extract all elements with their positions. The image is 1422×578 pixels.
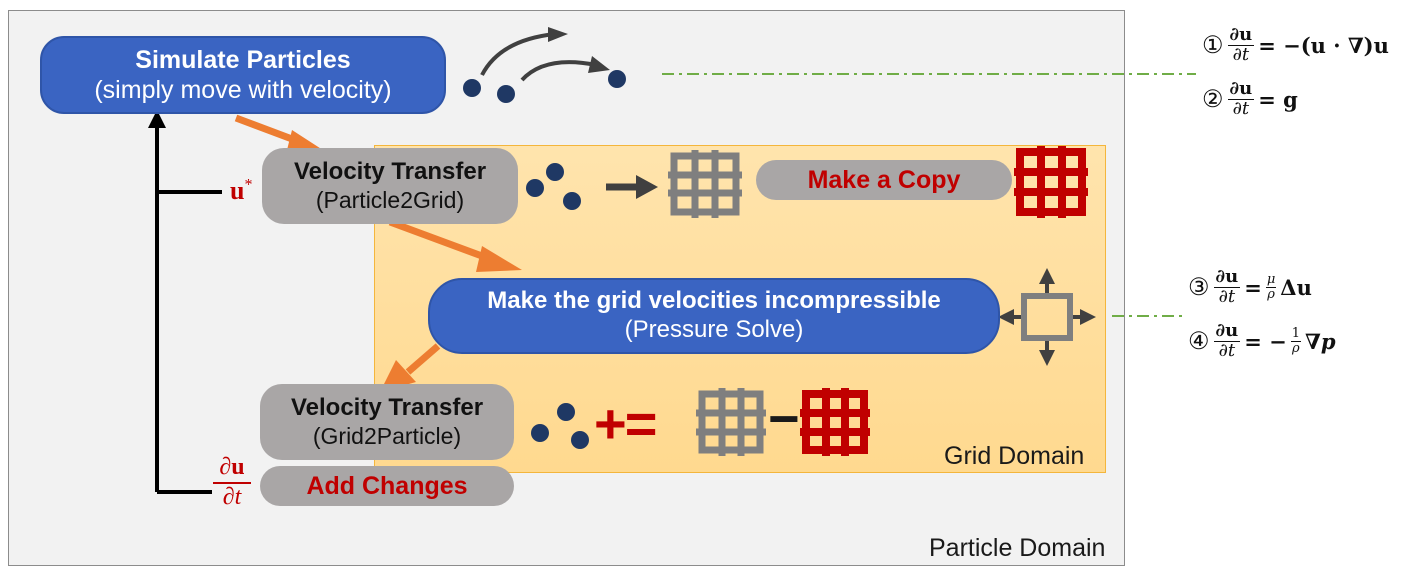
grid2particle-box: Velocity Transfer (Grid2Particle) (260, 384, 514, 460)
simulate-particles-subtitle: (simply move with velocity) (94, 76, 392, 104)
equation-1-rhs: = −(u · ∇)u (1258, 32, 1389, 58)
equation-3-number: ③ (1188, 273, 1210, 302)
simulate-particles-box: Simulate Particles (simply move with vel… (40, 36, 446, 114)
feedback-loop-arrow (148, 110, 222, 494)
u-star-sup: * (244, 176, 253, 194)
u-star-base: u (230, 176, 245, 205)
equation-4-coefficient: 1 ρ (1290, 325, 1302, 357)
equation-4-frac-num: ∂u (1213, 320, 1241, 342)
du-dt-denominator: ∂t (222, 484, 242, 511)
equation-2-rhs: = g (1258, 86, 1298, 112)
minus-symbol: − (768, 389, 800, 449)
particle2grid-box: Velocity Transfer (Particle2Grid) (262, 148, 518, 224)
equation-3-coef-den: ρ (1267, 286, 1275, 302)
pressure-solve-subtitle: (Pressure Solve) (624, 316, 804, 343)
equation-3: ③ ∂u ∂t = μ ρ Δu (1188, 266, 1312, 307)
equation-3-fraction: ∂u ∂t (1213, 266, 1241, 307)
equation-4-rhs: ∇p (1305, 328, 1336, 354)
plus-equals-symbol: += (594, 392, 657, 455)
add-changes-label: Add Changes (306, 472, 468, 500)
flow-arrow-2 (388, 218, 522, 272)
new-grid-icon (696, 388, 766, 456)
equation-4-coef-den: ρ (1292, 340, 1300, 356)
equation-3-frac-num: ∂u (1213, 266, 1241, 288)
pressure-cell-icon (998, 268, 1096, 366)
equation-1-frac-den: ∂t (1232, 43, 1250, 65)
moving-particles-icon (463, 27, 626, 103)
equation-2-frac-den: ∂t (1232, 97, 1250, 119)
equation-2-fraction: ∂u ∂t (1227, 78, 1255, 119)
velocity-grid-icon (668, 150, 742, 218)
make-copy-box: Make a Copy (756, 160, 1012, 200)
copied-grid-icon (1014, 146, 1088, 218)
grid-domain-label: Grid Domain (944, 442, 1085, 470)
equation-4-fraction: ∂u ∂t (1213, 320, 1241, 361)
equation-1-fraction: ∂u ∂t (1227, 24, 1255, 65)
particle2grid-subtitle: (Particle2Grid) (315, 186, 465, 213)
make-copy-label: Make a Copy (807, 166, 961, 194)
equation-4: ④ ∂u ∂t = − 1 ρ ∇p (1188, 320, 1336, 361)
u-star-label: u* (230, 176, 252, 206)
equation-1: ① ∂u ∂t = −(u · ∇)u (1202, 24, 1389, 65)
equation-3-sign: = (1244, 274, 1262, 300)
add-changes-box: Add Changes (260, 466, 514, 506)
transfer-arrow-icon (606, 175, 658, 199)
simulate-particles-title: Simulate Particles (135, 46, 351, 74)
equation-3-coef-num: μ (1265, 271, 1277, 288)
particles-p2g-icon (526, 163, 581, 210)
equation-2-frac-num: ∂u (1227, 78, 1255, 100)
particle-domain-label: Particle Domain (929, 534, 1106, 562)
equation-4-frac-den: ∂t (1218, 339, 1236, 361)
equation-3-coefficient: μ ρ (1265, 271, 1277, 303)
equation-3-rhs: Δu (1280, 274, 1312, 300)
equation-4-coef-num: 1 (1290, 325, 1302, 342)
pressure-solve-box: Make the grid velocities incompressible … (428, 278, 1000, 354)
du-dt-label: ∂u ∂t (213, 454, 251, 511)
equation-3-frac-den: ∂t (1218, 285, 1236, 307)
pressure-solve-title: Make the grid velocities incompressible (487, 287, 941, 315)
particles-g2p-icon (531, 403, 589, 449)
particle2grid-title: Velocity Transfer (293, 157, 487, 185)
grid2particle-title: Velocity Transfer (290, 393, 484, 421)
equation-4-sign: = − (1244, 328, 1287, 354)
equation-2-number: ② (1202, 85, 1224, 114)
equation-1-number: ① (1202, 31, 1224, 60)
du-dt-numerator: ∂u (213, 454, 251, 485)
equation-4-number: ④ (1188, 327, 1210, 356)
grid2particle-subtitle: (Grid2Particle) (312, 422, 462, 449)
equation-2: ② ∂u ∂t = g (1202, 78, 1298, 119)
equation-1-frac-num: ∂u (1227, 24, 1255, 46)
old-grid-icon (800, 388, 870, 456)
